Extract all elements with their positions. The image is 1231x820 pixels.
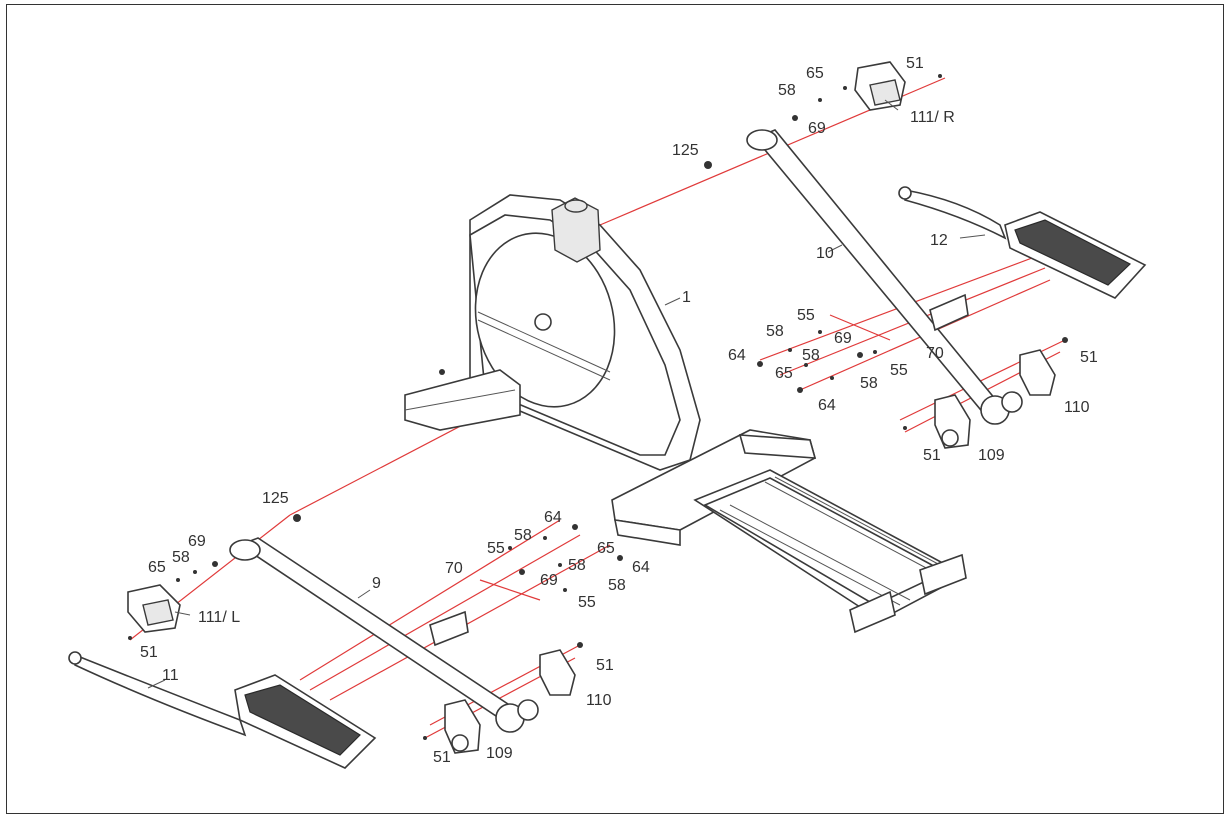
label-part-58: 58 bbox=[778, 82, 796, 99]
label-part-110: 110 bbox=[586, 692, 612, 709]
label-part-125: 125 bbox=[262, 490, 289, 507]
label-part-64: 64 bbox=[632, 559, 650, 576]
label-part-64: 64 bbox=[544, 509, 562, 526]
right-pedal bbox=[898, 186, 1147, 299]
assembly-line-left-bracket bbox=[479, 579, 541, 601]
label-part-65: 65 bbox=[806, 65, 824, 82]
covers-right bbox=[934, 349, 1056, 449]
label-part-111-right: 111/ R bbox=[910, 109, 955, 126]
label-part-51: 51 bbox=[923, 447, 941, 464]
label-part-51: 51 bbox=[140, 644, 158, 661]
assembly-line-right-bracket bbox=[829, 314, 891, 341]
covers-left bbox=[444, 649, 576, 754]
top-border-strip bbox=[0, 0, 1231, 5]
crank-cover-left bbox=[127, 584, 181, 633]
label-part-58: 58 bbox=[766, 323, 784, 340]
label-part-69: 69 bbox=[808, 120, 826, 137]
label-part-55: 55 bbox=[890, 362, 908, 379]
assembly-line-left-pedal-b bbox=[309, 534, 581, 691]
label-part-70: 70 bbox=[926, 345, 944, 362]
label-part-58: 58 bbox=[568, 557, 586, 574]
label-part-55: 55 bbox=[797, 307, 815, 324]
label-part-65: 65 bbox=[148, 559, 166, 576]
label-part-11: 11 bbox=[162, 667, 179, 684]
label-part-64: 64 bbox=[728, 347, 746, 364]
label-part-51: 51 bbox=[1080, 349, 1098, 366]
label-part-12: 12 bbox=[930, 232, 948, 249]
label-part-1: 1 bbox=[682, 289, 691, 306]
part-labels: 1 9 10 11 12 51 51 51 51 51 51 55 55 55 … bbox=[140, 55, 1098, 766]
label-part-65: 65 bbox=[775, 365, 793, 382]
label-part-58: 58 bbox=[608, 577, 626, 594]
label-part-58: 58 bbox=[802, 347, 820, 364]
label-part-110: 110 bbox=[1064, 399, 1090, 416]
main-housing bbox=[404, 194, 701, 471]
rear-stabilizer bbox=[611, 429, 967, 634]
label-part-10: 10 bbox=[816, 245, 834, 262]
right-arm bbox=[746, 129, 1023, 425]
label-part-55: 55 bbox=[487, 540, 505, 557]
assembly-line-left-pedal-c bbox=[329, 544, 611, 701]
leader-lines bbox=[147, 99, 986, 689]
left-arm bbox=[229, 537, 539, 733]
label-part-65: 65 bbox=[597, 540, 615, 557]
label-part-111-left: 111/ L bbox=[198, 609, 240, 626]
label-part-125: 125 bbox=[672, 142, 699, 159]
label-part-64: 64 bbox=[818, 397, 836, 414]
label-part-51: 51 bbox=[596, 657, 614, 674]
label-part-58: 58 bbox=[172, 549, 190, 566]
label-part-70: 70 bbox=[445, 560, 463, 577]
crank-cover-right bbox=[854, 61, 906, 111]
label-part-58: 58 bbox=[860, 375, 878, 392]
label-part-109: 109 bbox=[978, 447, 1005, 464]
label-part-69: 69 bbox=[540, 572, 558, 589]
label-part-58: 58 bbox=[514, 527, 532, 544]
assembly-line-left-pedal-a bbox=[299, 519, 561, 681]
label-part-51: 51 bbox=[906, 55, 924, 72]
label-part-69: 69 bbox=[188, 533, 206, 550]
label-part-51: 51 bbox=[433, 749, 451, 766]
label-part-9: 9 bbox=[372, 575, 381, 592]
left-pedal bbox=[68, 651, 377, 769]
label-part-109: 109 bbox=[486, 745, 513, 762]
label-part-69: 69 bbox=[834, 330, 852, 347]
label-part-55: 55 bbox=[578, 594, 596, 611]
fasteners bbox=[128, 74, 1068, 740]
